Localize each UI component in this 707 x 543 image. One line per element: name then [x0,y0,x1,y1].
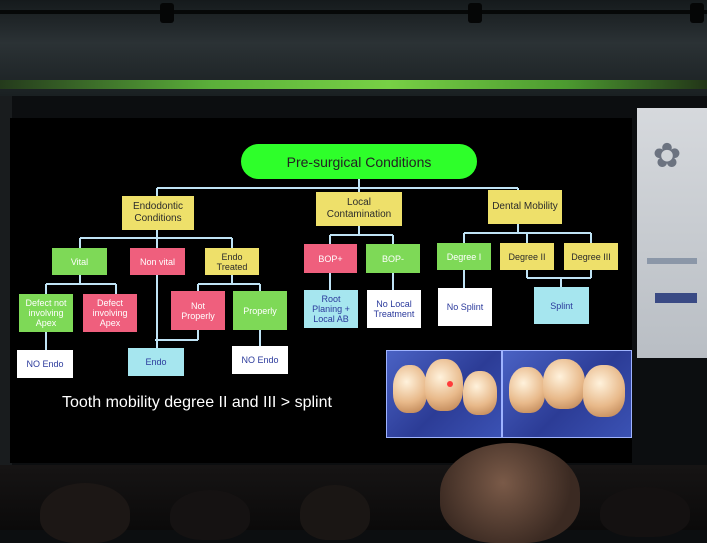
node-vital: Vital [52,248,107,275]
side-banner: ✿ [637,108,707,358]
node-endo-treated: Endo Treated [205,248,259,275]
flower-logo-icon: ✿ [652,137,682,175]
category-endodontic: Endodontic Conditions [122,196,194,230]
banner-stripe [647,258,697,264]
outcome-endo: Endo [128,348,184,376]
audience [0,443,707,543]
node-bop-plus: BOP+ [304,244,357,273]
outcome-splint: Splint [534,287,589,324]
spotlight [690,3,704,23]
category-dental-mobility: Dental Mobility [488,190,562,224]
clinical-photo-before [386,350,502,438]
node-bop-minus: BOP- [366,244,420,273]
node-defect-not-involving-apex: Defect not involving Apex [19,294,73,332]
outcome-root-planing: Root Planing + Local AB [304,290,358,328]
spotlight [160,3,174,23]
diagram-connectors [45,179,592,350]
node-not-properly: Not Properly [171,291,225,330]
slide-caption: Tooth mobility degree II and III > splin… [62,394,332,411]
node-degree-1: Degree I [437,243,491,270]
ceiling-truss [0,10,707,14]
outcome-no-endo: NO Endo [232,346,288,374]
spotlight [468,3,482,23]
banner-logo-block [655,293,697,303]
clinical-photo-after [502,350,632,438]
node-properly: Properly [233,291,287,330]
outcome-no-splint: No Splint [438,288,492,326]
category-local-contamination: Local Contamination [316,192,402,226]
node-non-vital: Non vital [130,248,185,275]
left-wall [0,96,12,476]
node-degree-3: Degree III [564,243,618,270]
projection-screen: Pre-surgical Conditions Endodontic Condi… [10,118,632,463]
ceiling-light-strip [0,80,707,89]
node-degree-2: Degree II [500,243,554,270]
node-defect-involving-apex: Defect involving Apex [83,294,137,332]
bleeding-point-icon [447,381,453,387]
root-node: Pre-surgical Conditions [241,144,477,179]
outcome-no-local-treatment: No Local Treatment [367,290,421,328]
outcome-no-endo: NO Endo [17,350,73,378]
